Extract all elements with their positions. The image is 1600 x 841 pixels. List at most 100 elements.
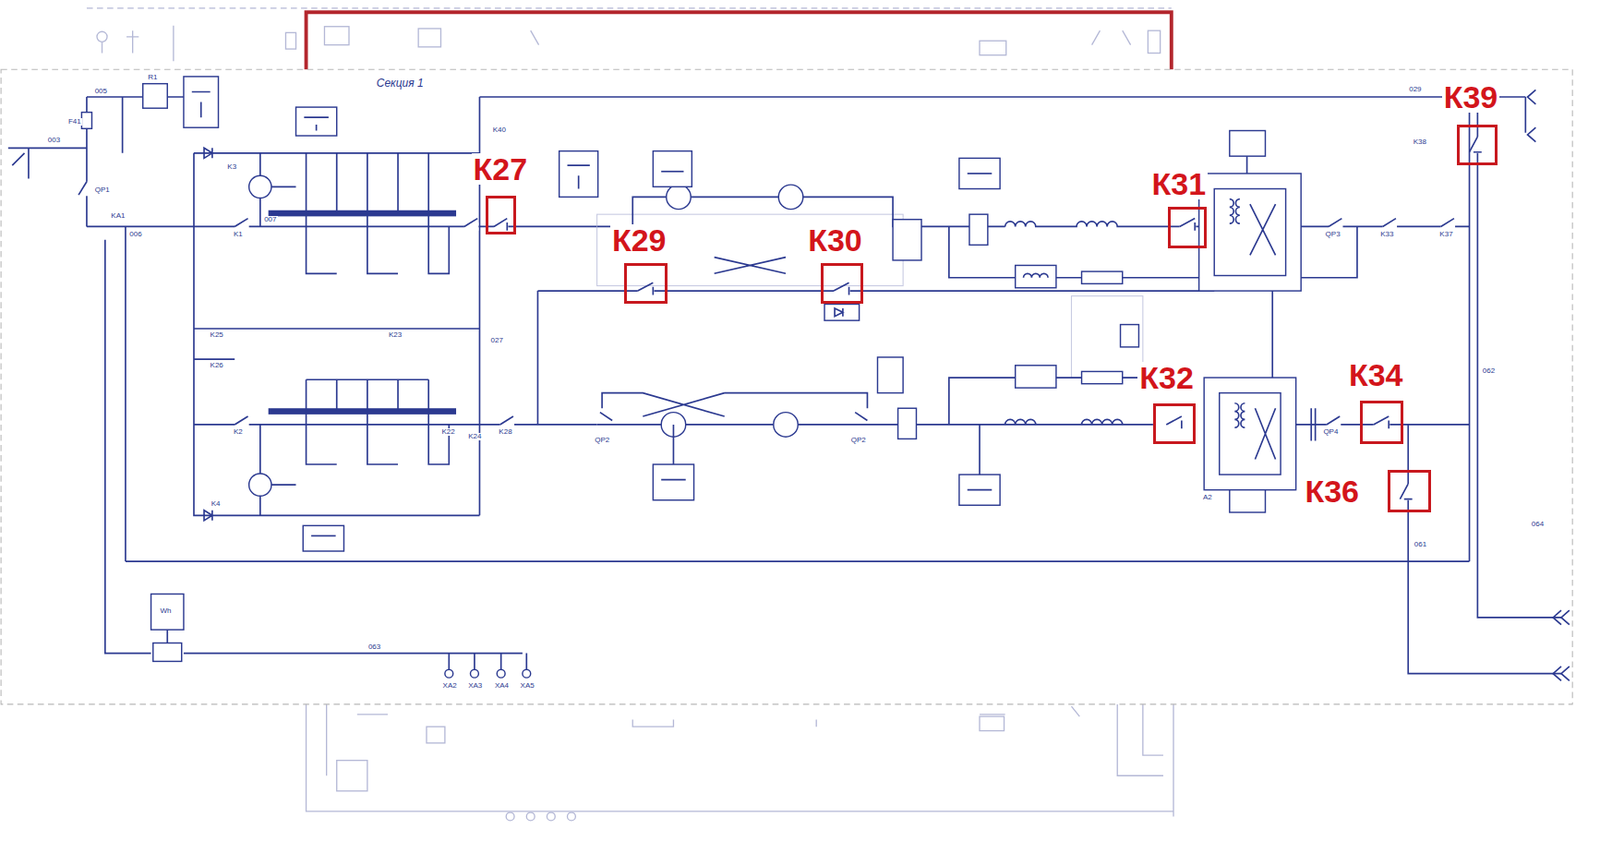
back-sheet	[418, 28, 441, 48]
wiring	[470, 669, 480, 678]
designation-label: 062	[1481, 367, 1496, 375]
designation-label: QP4	[1322, 428, 1339, 436]
wiring	[496, 669, 506, 678]
wiring	[1070, 296, 1143, 378]
callout-label: К34	[1347, 359, 1406, 391]
wiring	[151, 593, 184, 630]
wiring	[824, 303, 860, 321]
designation-label: 003	[47, 136, 61, 145]
wiring	[193, 328, 480, 360]
designation-label: Wh	[158, 607, 172, 615]
back-sheet	[546, 812, 555, 821]
switch-contacts	[493, 222, 508, 231]
designation-label: XA3	[467, 682, 483, 690]
wiring	[1229, 490, 1266, 513]
wiring	[8, 147, 87, 179]
designation-label: 064	[1530, 520, 1545, 529]
switch-contacts	[1326, 416, 1340, 425]
callout-label: К36	[1302, 475, 1361, 507]
designation-label: XA2	[442, 682, 458, 690]
wiring	[86, 226, 598, 229]
designation-label: K22	[440, 428, 456, 436]
section-title: Секция 1	[375, 77, 425, 89]
wiring	[166, 629, 169, 643]
switch-contacts	[1441, 218, 1455, 228]
highlight-frame	[306, 12, 1172, 72]
designation-label: 006	[128, 230, 143, 239]
wiring	[652, 464, 694, 501]
wiring	[306, 379, 430, 410]
callout-box: К27	[485, 195, 517, 235]
back-sheet	[96, 31, 108, 42]
designation-label: QP3	[1324, 230, 1342, 239]
wiring	[666, 184, 692, 210]
wiring	[81, 112, 92, 130]
back-sheet	[505, 812, 515, 821]
wiring	[1203, 377, 1296, 491]
wiring	[153, 643, 182, 662]
wiring	[1214, 189, 1286, 277]
wiring	[652, 151, 692, 188]
wiring	[600, 412, 868, 422]
back-sheet	[285, 32, 296, 49]
back-sheet	[324, 26, 349, 46]
wiring	[271, 186, 297, 485]
wiring	[1477, 96, 1562, 618]
wiring	[311, 535, 337, 538]
wiring	[143, 84, 169, 109]
wiring	[1246, 156, 1249, 174]
callout-label: К39	[1442, 81, 1501, 113]
designation-label: 063	[367, 643, 382, 651]
designation-label: QP2	[850, 436, 867, 445]
switch-contacts	[1166, 421, 1183, 430]
wiring	[1407, 424, 1562, 674]
wiring	[877, 357, 903, 394]
wiring	[959, 157, 1000, 189]
wiring	[306, 214, 450, 274]
switch-contacts	[1399, 483, 1412, 500]
switch-contacts	[234, 218, 248, 228]
back-sheet	[357, 706, 1081, 727]
designation-label: K40	[492, 126, 507, 134]
wiring	[559, 151, 599, 198]
back-sheet	[86, 7, 1172, 9]
switch-contacts	[1179, 222, 1197, 231]
designation-label: K28	[497, 428, 513, 436]
wiring	[448, 653, 527, 671]
wiring	[1005, 419, 1123, 425]
callout-label: К27	[471, 153, 530, 185]
back-sheet	[567, 812, 577, 821]
wiring	[1311, 408, 1315, 441]
wiring	[193, 96, 1526, 516]
back-sheet	[306, 704, 1174, 818]
back-sheet	[1147, 30, 1160, 53]
designation-label: K23	[387, 331, 403, 339]
wiring	[249, 473, 272, 496]
designation-label: 005	[94, 87, 109, 96]
switch-contacts	[637, 282, 654, 295]
switch-contacts	[1373, 416, 1390, 429]
callout-box: К36	[1387, 469, 1431, 513]
wiring	[967, 424, 993, 491]
back-sheet	[979, 40, 1007, 55]
back-sheet	[530, 30, 1131, 45]
designation-label: K2	[232, 428, 244, 436]
wiring	[8, 76, 1570, 682]
designation-label: A2	[1202, 493, 1214, 502]
wiring	[661, 424, 686, 481]
switch-contacts	[234, 421, 249, 430]
main-sheet	[0, 69, 1573, 705]
wiring	[306, 412, 450, 465]
wiring	[296, 107, 337, 136]
wiring	[306, 153, 430, 213]
designation-label: K26	[209, 361, 225, 370]
designation-label: 027	[490, 336, 505, 345]
wiring	[1082, 371, 1123, 384]
designation-label: R1	[146, 73, 158, 82]
designation-label: F41	[67, 118, 83, 126]
switch-contacts	[833, 282, 850, 295]
callout-label: К32	[1137, 361, 1196, 394]
callout-box: К32	[1153, 403, 1196, 445]
wiring	[1015, 264, 1057, 288]
wiring	[1219, 393, 1281, 475]
